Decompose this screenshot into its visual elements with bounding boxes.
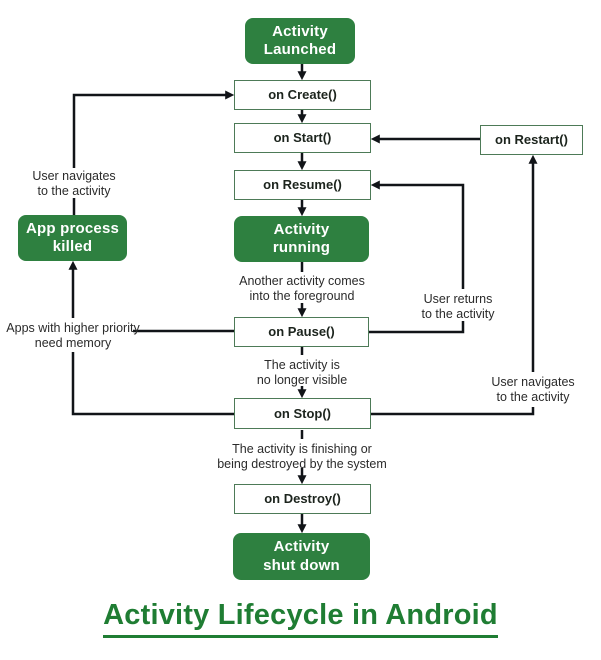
annotation-higher-priority-memory: Apps with higher priority need memory [6, 321, 140, 350]
annotation-finishing-destroyed: The activity is finishing or being destr… [217, 442, 387, 471]
node-on-destroy: on Destroy() [234, 484, 371, 514]
annotation-user-navigates-left: User navigates to the activity [32, 169, 116, 198]
node-on-stop: on Stop() [234, 398, 371, 429]
diagram-title: Activity Lifecycle in Android [0, 599, 601, 638]
arrow-label-to-create [72, 90, 235, 168]
annotation-user-returns: User returns to the activity [421, 292, 495, 321]
node-on-restart: on Restart() [480, 125, 583, 155]
arrow-returns-to-resume [370, 180, 465, 289]
node-on-start: on Start() [234, 123, 371, 153]
node-on-resume: on Resume() [234, 170, 371, 200]
diagram-title-text: Activity Lifecycle in Android [103, 599, 498, 638]
node-activity-shut-down: Activity shut down [233, 533, 370, 580]
node-on-create: on Create() [234, 80, 371, 110]
node-app-process-killed: App process killed [18, 215, 127, 261]
annotation-user-navigates-right: User navigates to the activity [491, 375, 575, 404]
node-activity-launched: Activity Launched [245, 18, 355, 64]
line-stop-to-navigates-label [371, 407, 535, 416]
annotation-no-longer-visible: The activity is no longer visible [256, 358, 348, 387]
node-activity-running: Activity running [234, 216, 369, 262]
line-stop-to-priority-label [71, 352, 234, 416]
line-pause-to-returns-label [369, 321, 465, 334]
annotation-another-activity-foreground: Another activity comes into the foregrou… [239, 274, 365, 303]
node-on-pause: on Pause() [234, 317, 369, 347]
